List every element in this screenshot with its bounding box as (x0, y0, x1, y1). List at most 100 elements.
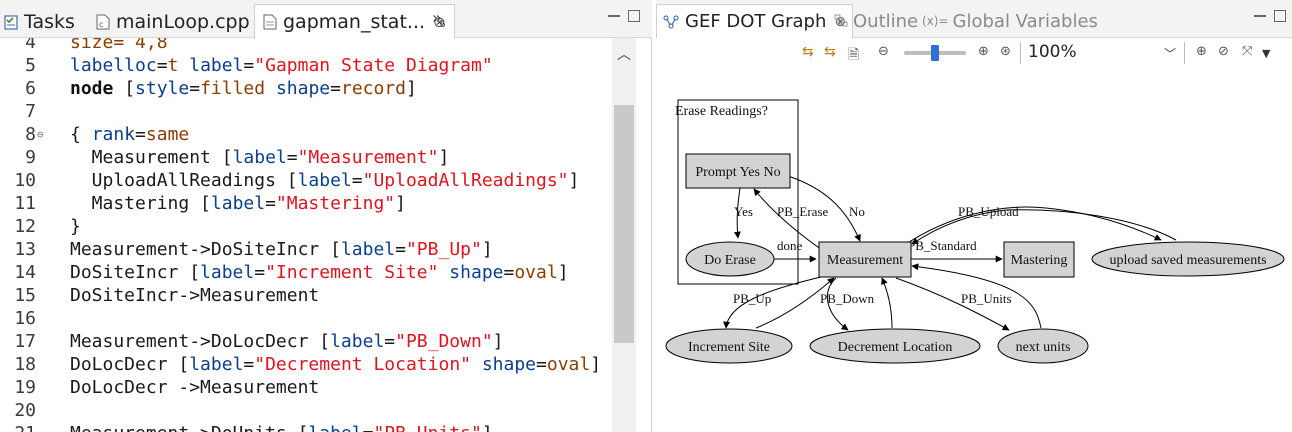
code-token: = (189, 78, 201, 99)
dot-file-icon (263, 14, 277, 30)
code-token: } (70, 216, 81, 237)
node-decrement-location[interactable] (809, 328, 981, 364)
node-prompt-yes-no[interactable] (685, 153, 791, 189)
editor-scrollbar[interactable]: ︿ (612, 38, 636, 432)
edge-label-done: done (777, 238, 803, 253)
node-do-erase[interactable] (685, 241, 775, 277)
node-increment-site[interactable] (665, 328, 793, 364)
code-line[interactable]: 16 (0, 307, 612, 330)
code-token: DoSiteIncr [ (70, 262, 201, 283)
zoom-value[interactable]: 100% (1028, 42, 1077, 62)
code-token: size= 4,8 (70, 38, 168, 53)
code-text: DoLocDecr ->Measurement (70, 376, 319, 399)
zoom-in-icon[interactable]: ⊕ (978, 44, 989, 59)
minimize-icon[interactable] (1254, 10, 1266, 17)
node-mastering[interactable] (1003, 241, 1075, 278)
zoom-out-icon[interactable]: ⊖ (878, 44, 889, 59)
tab-gef-dot-graph[interactable]: GEF DOT Graph ⊗ (656, 4, 854, 38)
tab-overflow-chevron-icon[interactable]: »6 (432, 8, 445, 31)
code-token: "PB_Units" (373, 423, 481, 432)
tab-outline[interactable]: Outline (834, 4, 918, 38)
zoom-in-icon[interactable]: ⊕ (1196, 44, 1207, 59)
view-menu-icon[interactable]: ▼ (1262, 47, 1271, 60)
close-tab-icon[interactable]: ⊗ (433, 13, 446, 31)
graph-canvas[interactable]: Erase Readings? Yes PB_Erase No (656, 68, 1292, 432)
zoom-fit-icon[interactable]: ⊛ (1000, 44, 1011, 59)
maximize-icon[interactable] (628, 10, 640, 22)
code-token: ] (568, 170, 580, 191)
node-next-units[interactable] (997, 328, 1089, 364)
code-token: label (210, 193, 266, 214)
code-line[interactable]: 21Measurement->DoUnits [label="PB_Units"… (0, 422, 612, 432)
code-line[interactable]: 15 DoSiteIncr->Measurement (0, 284, 612, 307)
node-label: Prompt Yes No (695, 165, 780, 180)
code-token: Measurement->DoUnits [ (70, 423, 308, 432)
code-token: = (286, 147, 298, 168)
code-line[interactable]: 12} (0, 215, 612, 238)
code-token: filled (200, 78, 266, 99)
layout-icon[interactable]: ⇆ (824, 44, 836, 60)
node-upload-saved-measurements[interactable] (1091, 241, 1285, 277)
code-token: DoSiteIncr->Measurement (70, 285, 320, 306)
tasks-icon (4, 15, 18, 30)
tab-tasks[interactable]: Tasks (4, 6, 75, 38)
tab-mainloop-cpp[interactable]: c mainLoop.cpp (96, 6, 250, 38)
code-line[interactable]: 20 (0, 399, 612, 422)
code-token: shape (471, 354, 537, 375)
code-token: DoLocDecr [ (70, 354, 190, 375)
code-line[interactable]: 9 Measurement [label="Measurement"] (0, 146, 612, 169)
code-text: UploadAllReadings [label="UploadAllReadi… (70, 169, 580, 192)
scroll-up-icon[interactable]: ︿ (617, 47, 631, 63)
code-token: "PB_Down" (395, 331, 493, 352)
code-token: same (145, 124, 190, 145)
graph-tab-bar: GEF DOT Graph ⊗ Outline (x)= Global Vari… (656, 0, 1292, 38)
code-token: label (200, 262, 255, 283)
tab-global-variables[interactable]: (x)= Global Variables (922, 4, 1098, 38)
chevron-down-icon[interactable]: ﹀ (1164, 47, 1177, 61)
export-icon[interactable]: 🗎 (848, 47, 860, 63)
scrollbar-thumb[interactable] (614, 105, 634, 343)
code-token: Measurement [ (70, 147, 233, 168)
line-number: 15 (14, 285, 36, 306)
minimize-icon[interactable] (608, 10, 620, 17)
fold-toggle-icon[interactable]: ⊖ (37, 128, 44, 141)
line-number: 5 (25, 55, 36, 76)
node-measurement[interactable] (818, 241, 912, 278)
code-token: label (178, 55, 244, 76)
code-line[interactable]: 8⊖{ rank=same (0, 123, 612, 146)
code-text: Mastering [label="Mastering"] (70, 192, 406, 215)
tab-gapman-state[interactable]: gapman_stat... ⊗ (254, 4, 455, 39)
zoom-reset-icon[interactable]: ⊘ (1218, 44, 1229, 59)
code-line[interactable]: 11 Mastering [label="Mastering"] (0, 192, 612, 215)
code-token: "PB_Up" (405, 239, 482, 260)
zoom-slider[interactable] (904, 45, 966, 61)
zoom-slider-thumb[interactable] (931, 45, 939, 61)
sync-icon[interactable]: ⇆ (802, 44, 814, 60)
code-token: [ (113, 78, 136, 99)
edge-label-pb-down: PB_Down (820, 291, 875, 306)
edge-label-pb-erase: PB_Erase (777, 204, 829, 219)
edge-label-pb-up: PB_Up (733, 291, 771, 306)
code-line[interactable]: 10 UploadAllReadings [label="UploadAllRe… (0, 169, 612, 192)
edge-label-yes: Yes (734, 204, 753, 219)
fit-window-icon[interactable]: ⤧ (1242, 44, 1253, 59)
code-line[interactable]: 7 (0, 100, 612, 123)
code-token: style (135, 78, 190, 99)
code-token: = (384, 331, 396, 352)
line-number: 21 (0, 422, 36, 432)
code-text: DoSiteIncr->Measurement (70, 284, 319, 307)
code-token: label (189, 354, 244, 375)
close-tab-icon[interactable]: ⊗ (834, 13, 847, 30)
maximize-icon[interactable] (1274, 10, 1286, 22)
outline-icon (834, 14, 848, 27)
